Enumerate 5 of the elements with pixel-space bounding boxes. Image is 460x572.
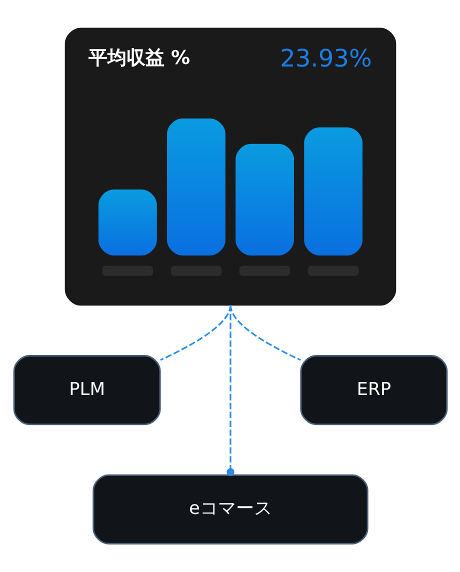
node-box: eコマース (92, 474, 368, 544)
connector (226, 305, 234, 476)
node-box: ERP (300, 355, 448, 426)
node-box: PLM (12, 355, 160, 426)
node-box: 平均収益 % 23.93% (64, 28, 396, 306)
